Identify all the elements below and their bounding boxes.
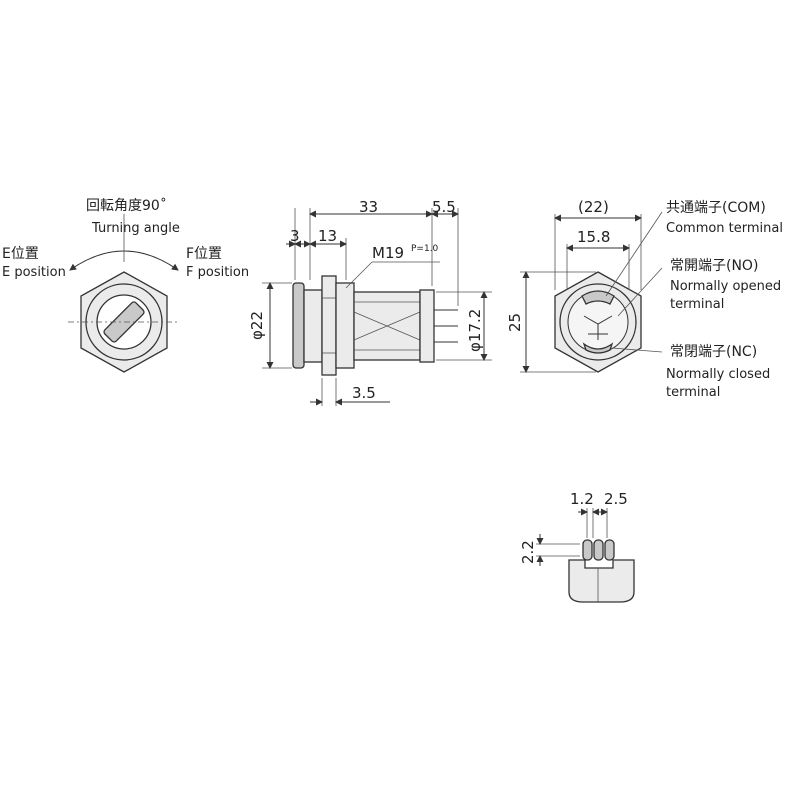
dim-13: 13 [318, 227, 337, 245]
dim-22-ref: (22) [578, 198, 609, 216]
rear-housing [419, 289, 435, 363]
com-label-jp: 共通端子(COM) [666, 200, 766, 216]
thread-pitch: P=1.0 [411, 244, 439, 254]
dim-2-2: 2.2 [519, 540, 537, 564]
nc-terminal [582, 342, 614, 354]
lock-washer [335, 282, 355, 369]
terminal-pin-a [582, 539, 593, 561]
rear-view: (22) 15.8 25 共通端子(COM) Common terminal 常… [506, 198, 783, 400]
f-position-en: F position [186, 265, 249, 280]
hex-nut-side [321, 275, 337, 376]
dim-33: 33 [359, 198, 378, 216]
dim-2-5: 2.5 [604, 490, 628, 508]
dim-5-5: 5.5 [432, 198, 456, 216]
turning-angle-en: Turning angle [91, 221, 180, 236]
f-position-jp: F位置 [186, 246, 222, 262]
terminal-pin-b [593, 539, 604, 561]
mount-collar [303, 289, 323, 363]
front-view: 回転角度90˚ Turning angle E位置 E position F位置… [2, 197, 249, 373]
thread-spec: M19 [372, 244, 404, 262]
nc-label-jp: 常閉端子(NC) [670, 344, 757, 360]
com-terminal [581, 290, 615, 305]
front-flange [292, 282, 305, 369]
no-label-en-1: Normally opened [670, 279, 781, 294]
dia-17-2: φ17.2 [466, 309, 484, 352]
dim-3-5: 3.5 [352, 384, 376, 402]
side-view: 33 5.5 3 13 M19 P=1.0 φ22 φ17.2 3.5 [248, 198, 492, 406]
terminal-base [568, 559, 635, 603]
com-label-en: Common terminal [666, 221, 783, 236]
turning-angle-jp: 回転角度90˚ [86, 197, 167, 214]
terminal-pin-c [604, 539, 615, 561]
terminal-detail-view: 1.2 2.5 2.2 [519, 490, 635, 603]
dia-22: φ22 [248, 311, 266, 340]
no-label-en-2: terminal [670, 297, 724, 312]
no-label-jp: 常開端子(NO) [670, 258, 758, 274]
nc-label-en-2: terminal [666, 385, 720, 400]
e-position-en: E position [2, 265, 66, 280]
e-position-jp: E位置 [2, 246, 39, 262]
dim-25: 25 [506, 313, 524, 332]
dim-3: 3 [290, 227, 300, 245]
dim-1-2: 1.2 [570, 490, 594, 508]
nc-label-en-1: Normally closed [666, 367, 770, 382]
dim-15-8: 15.8 [577, 228, 610, 246]
